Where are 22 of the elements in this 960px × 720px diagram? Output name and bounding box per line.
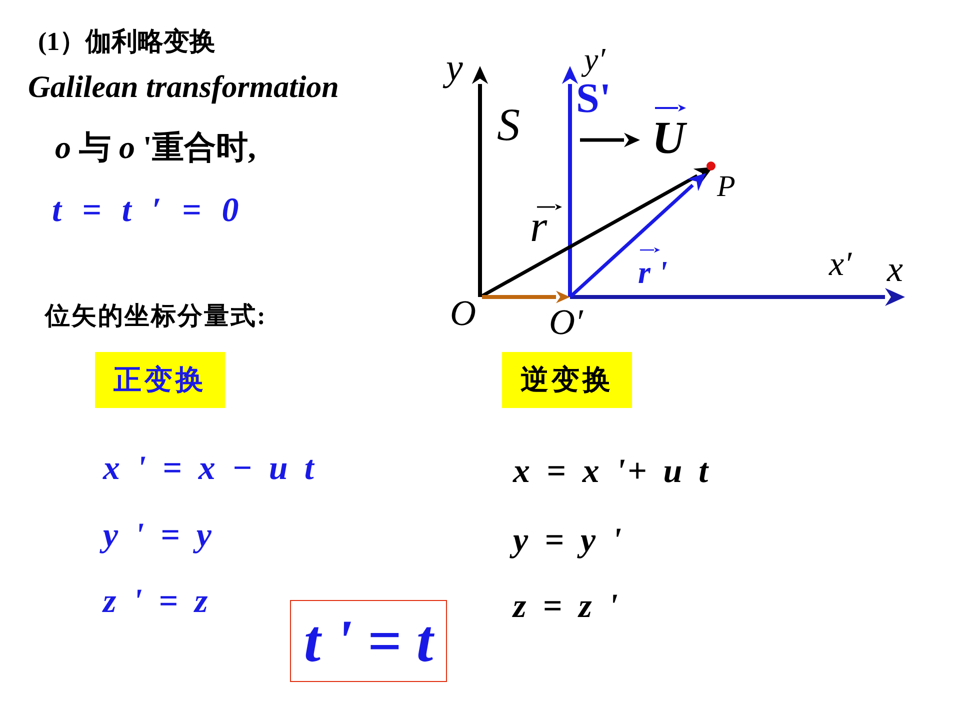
origin-label: O	[450, 294, 476, 334]
axis-label: x′	[829, 246, 852, 284]
point-label: P	[717, 170, 736, 203]
equation: x = x '+ u t	[513, 453, 710, 490]
velocity-label: U	[652, 113, 686, 164]
frame-label: S	[497, 100, 520, 151]
highlight-box: 正变换	[95, 352, 225, 408]
section-text: 位矢的坐标分量式:	[45, 303, 267, 330]
vector-label: r '	[638, 255, 668, 290]
equation: z ' = z	[103, 583, 210, 620]
time-equation: t = t ′ = 0	[52, 192, 242, 230]
highlight-box: 逆变换	[502, 352, 632, 408]
frame-label: S'	[576, 76, 612, 122]
axis-label: x	[887, 250, 903, 290]
equation: x ' = x − u t	[103, 450, 316, 488]
equation: z = z '	[513, 588, 620, 626]
section-heading: (1）伽利略变换	[38, 28, 216, 57]
condition-text: o 与 o '重合时,	[55, 130, 256, 166]
result-box: t ' = t	[290, 600, 447, 682]
origin-label: O′	[549, 303, 583, 343]
vector-label: r	[530, 203, 548, 252]
subtitle: Galilean transformation	[28, 70, 339, 104]
